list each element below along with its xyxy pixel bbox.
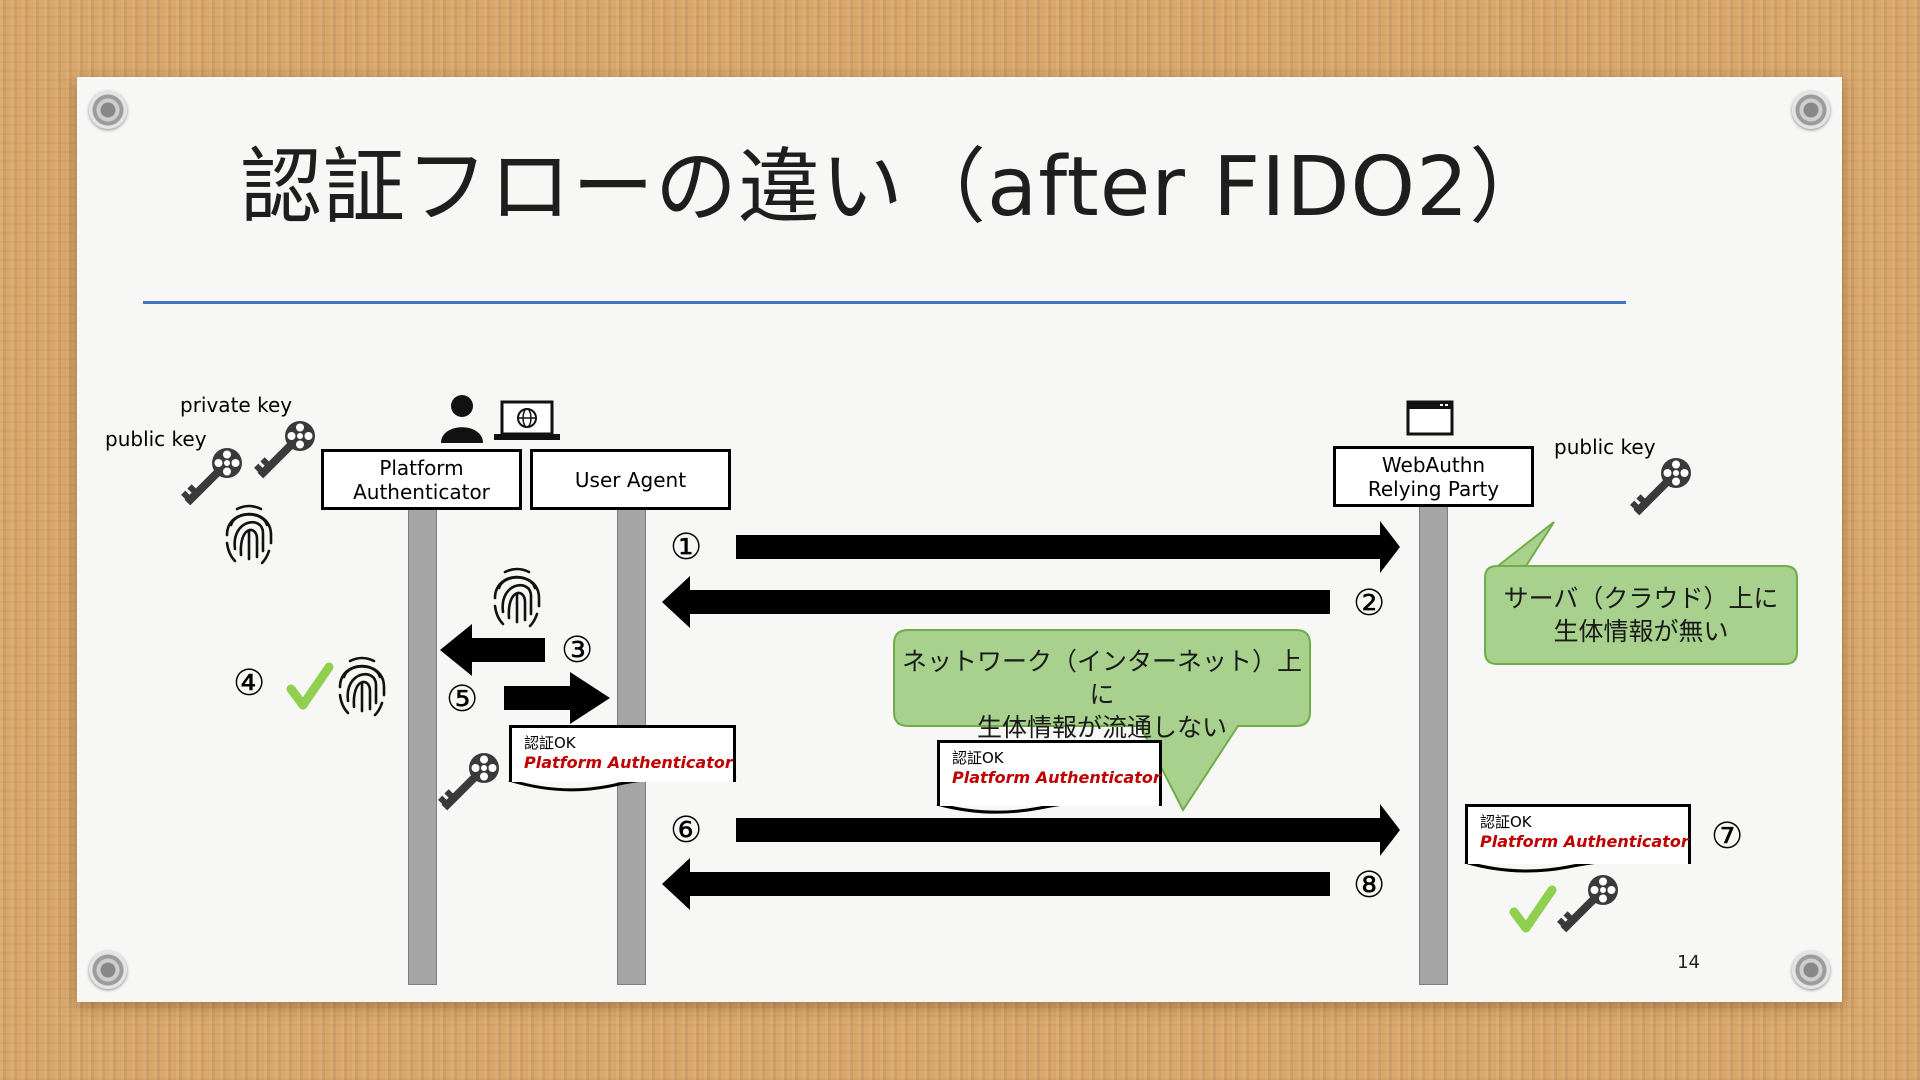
private-key-label: private key bbox=[180, 393, 293, 417]
rivet-top-left bbox=[89, 91, 127, 129]
fingerprint-icon-match bbox=[338, 656, 386, 717]
actor-platform-authenticator: Platform Authenticator bbox=[321, 449, 522, 510]
actor-platform-authenticator-label: Platform Authenticator bbox=[353, 455, 490, 504]
arrow-2-challenge bbox=[662, 576, 1330, 628]
rivet-top-right bbox=[1792, 91, 1830, 129]
actor-user-agent-label: User Agent bbox=[574, 467, 687, 492]
page-number: 14 bbox=[1677, 952, 1700, 973]
step-4-marker: ④ bbox=[233, 663, 266, 704]
arrow-3-verify-request bbox=[440, 624, 545, 676]
callout-server-text: サーバ（クラウド）上に 生体情報が無い bbox=[1503, 584, 1779, 646]
arrow-5-result bbox=[504, 672, 610, 724]
public-key-icon-verify bbox=[1552, 868, 1625, 941]
arrow-6-signed-response bbox=[736, 804, 1400, 856]
private-key-icon bbox=[249, 414, 322, 487]
auth-token-1: 認証OK Platform Authenticator bbox=[509, 725, 736, 782]
callout-network bbox=[893, 629, 1311, 812]
callout-server bbox=[1484, 521, 1798, 665]
fingerprint-icon-registered bbox=[225, 504, 273, 565]
public-key-label-right: public key bbox=[1554, 435, 1656, 459]
auth-token-1-status: 認証OK bbox=[524, 734, 576, 752]
slide-title: 認証フローの違い（after FIDO2） bbox=[240, 140, 1553, 235]
auth-token-3-name: Platform Authenticator bbox=[1480, 832, 1689, 851]
step-8-marker: ⑧ bbox=[1353, 865, 1386, 906]
lifeline-platform-authenticator bbox=[408, 505, 437, 985]
auth-token-2-name: Platform Authenticator bbox=[952, 768, 1161, 787]
step-3-marker: ③ bbox=[561, 630, 594, 671]
actor-relying-party: WebAuthn Relying Party bbox=[1333, 446, 1534, 507]
step-2-marker: ② bbox=[1353, 583, 1386, 624]
public-key-label-left: public key bbox=[105, 427, 207, 451]
title-rule bbox=[143, 301, 1626, 304]
rivet-bottom-left bbox=[89, 951, 127, 989]
fingerprint-icon-input bbox=[493, 567, 541, 628]
callout-network-text: ネットワーク（インターネット）上に 生体情報が流通しない bbox=[901, 647, 1302, 742]
actor-user-agent: User Agent bbox=[530, 449, 731, 510]
private-key-icon-sign bbox=[433, 746, 506, 819]
check-icon-match bbox=[291, 667, 329, 705]
step-1-marker: ① bbox=[670, 527, 703, 568]
auth-token-2: 認証OK Platform Authenticator bbox=[937, 740, 1162, 806]
step-7-marker: ⑦ bbox=[1711, 816, 1744, 857]
lifeline-relying-party bbox=[1419, 505, 1448, 985]
public-key-icon-left bbox=[176, 441, 249, 514]
auth-token-1-name: Platform Authenticator bbox=[524, 753, 733, 772]
step-6-marker: ⑥ bbox=[670, 810, 703, 851]
public-key-icon-right bbox=[1625, 451, 1698, 524]
rivet-bottom-right bbox=[1792, 951, 1830, 989]
check-icon-verify bbox=[1514, 890, 1552, 928]
step-5-marker: ⑤ bbox=[446, 679, 479, 720]
user-icon bbox=[441, 395, 483, 443]
laptop-globe-icon bbox=[494, 400, 560, 440]
actor-relying-party-label: WebAuthn Relying Party bbox=[1367, 452, 1500, 501]
auth-token-3: 認証OK Platform Authenticator bbox=[1465, 804, 1691, 864]
auth-token-3-status: 認証OK bbox=[1480, 813, 1532, 831]
browser-window-icon bbox=[1406, 400, 1454, 436]
arrow-8-result bbox=[662, 858, 1330, 910]
auth-token-2-status: 認証OK bbox=[952, 749, 1004, 767]
arrow-1-request bbox=[736, 521, 1400, 573]
